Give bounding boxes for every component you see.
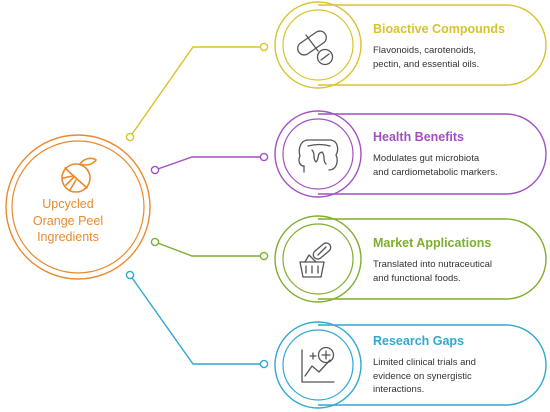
connector-dot-health-start: [150, 165, 160, 175]
card-bioactive: [274, 1, 547, 89]
connector-research: [129, 274, 264, 365]
connector-dot-research-end: [259, 359, 269, 369]
capsule-leaf-icon: [297, 30, 334, 66]
card-health-desc-line2: and cardiometabolic markers.: [373, 166, 498, 178]
card-health: [274, 110, 547, 198]
connector-market: [154, 241, 264, 257]
card-research-title: Research Gaps: [373, 334, 465, 348]
card-health-desc-line1: Modulates gut microbiota: [373, 153, 480, 164]
hub-label: Upcycled Orange Peel Ingredients: [18, 196, 118, 246]
card-market: [274, 215, 547, 303]
connector-dot-market-end: [259, 251, 269, 261]
card-market-title: Market Applications: [373, 236, 492, 250]
card-bioactive-description: Flavonoids, carotenoids, pectin, and ess…: [373, 44, 479, 71]
connector-dot-market-start: [150, 237, 160, 247]
connector-dot-health-end: [259, 152, 269, 162]
card-health-description: Modulates gut microbiota and cardiometab…: [373, 152, 498, 179]
card-market-desc-line2: and functional foods.: [373, 272, 461, 284]
hub-label-line3: Ingredients: [37, 230, 99, 244]
hub-node: [5, 134, 151, 280]
orange-slice-icon: [61, 157, 98, 193]
card-market-desc-line1: Translated into nutraceutical: [373, 259, 492, 270]
card-bioactive-title: Bioactive Compounds: [373, 22, 505, 36]
connector-health: [154, 156, 264, 171]
card-research-desc-line3: interactions.: [373, 384, 425, 395]
connector-dot-bioactive-start: [125, 132, 135, 142]
card-bioactive-desc-line1: Flavonoids, carotenoids,: [373, 45, 476, 56]
card-research-description: Limited clinical trials and evidence on …: [373, 356, 476, 397]
connector-dot-research-start: [125, 270, 135, 280]
card-research: [274, 321, 547, 409]
hub-label-line2: Orange Peel: [32, 213, 104, 228]
card-research-desc-line1: Limited clinical trials and: [373, 357, 476, 368]
card-bioactive-desc-line2: pectin, and essential oils.: [373, 58, 480, 70]
hub-label-line1: Upcycled: [42, 197, 94, 211]
card-health-title: Health Benefits: [373, 130, 464, 144]
card-research-desc-line2: evidence on synergistic: [373, 370, 472, 382]
chart-plus-icon: [301, 346, 335, 383]
connector-dot-bioactive-end: [259, 42, 269, 52]
card-market-description: Translated into nutraceutical and functi…: [373, 258, 492, 285]
market-basket-capsule-icon: [299, 242, 332, 278]
intestine-icon: [298, 139, 339, 173]
connector-bioactive: [129, 46, 264, 138]
